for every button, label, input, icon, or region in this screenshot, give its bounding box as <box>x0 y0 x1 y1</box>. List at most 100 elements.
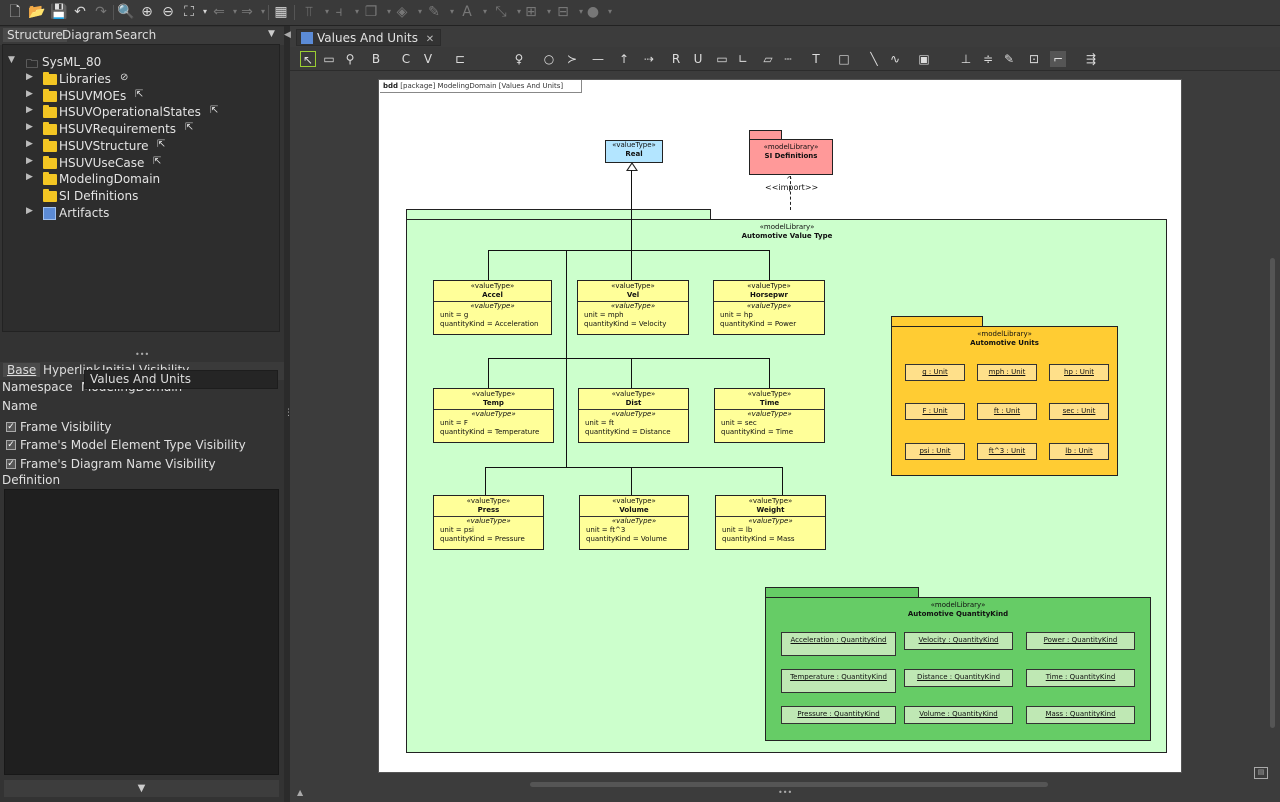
quantity-kind-instance[interactable]: Acceleration : QuantityKind <box>781 632 896 656</box>
actor-tool-icon[interactable]: ♀ <box>514 52 524 66</box>
note-tool-icon[interactable]: ▱ <box>763 52 773 66</box>
zoom-out-icon[interactable]: ⊖ <box>162 4 174 20</box>
pin-tool-icon[interactable]: ⚲ <box>345 52 355 66</box>
close-tab-icon[interactable]: ✕ <box>425 34 435 45</box>
usage-tool-icon[interactable]: U <box>693 52 703 66</box>
collapse-button[interactable]: ▼ <box>4 780 279 797</box>
collapse-left-icon[interactable]: ◀ <box>284 30 291 40</box>
circle-dropdown-icon[interactable]: ▾ <box>607 7 612 16</box>
layout-icon[interactable]: ⊞ <box>525 4 537 20</box>
unit-instance[interactable]: ft : Unit <box>977 403 1037 420</box>
unit-instance[interactable]: lb : Unit <box>1049 443 1109 460</box>
fill-dropdown-icon[interactable]: ▾ <box>417 7 422 16</box>
align-left-dropdown-icon[interactable]: ▾ <box>354 7 359 16</box>
association-tool-icon[interactable]: — <box>592 52 604 66</box>
back-icon[interactable]: ⇐ <box>213 4 225 20</box>
value-tool-icon[interactable]: V <box>423 52 433 66</box>
collapsed-icon[interactable]: ▶ <box>26 155 33 166</box>
border-icon[interactable]: ⊡ <box>1028 52 1040 66</box>
quantity-kind-instance[interactable]: Pressure : QuantityKind <box>781 706 896 724</box>
font-dropdown-icon[interactable]: ▾ <box>482 7 487 16</box>
unit-instance[interactable]: hp : Unit <box>1049 364 1109 381</box>
corner-tool-icon[interactable]: ∟ <box>737 52 749 66</box>
fit-icon[interactable]: ⛶ <box>184 4 194 20</box>
image-tool-icon[interactable]: ▣ <box>918 52 930 66</box>
anchor-tool-icon[interactable]: ┄ <box>784 52 792 66</box>
collapsed-icon[interactable]: ▶ <box>26 172 33 183</box>
rect-tool-icon[interactable]: □ <box>838 52 850 66</box>
overview-icon[interactable]: ▤ <box>1254 767 1268 779</box>
line-tool-icon[interactable]: ╲ <box>870 52 878 66</box>
quantity-kind-instance[interactable]: Velocity : QuantityKind <box>904 632 1013 650</box>
interface-tool-icon[interactable]: ○ <box>543 52 555 66</box>
font-color-icon[interactable]: A <box>462 4 472 20</box>
redo-icon[interactable]: ↷ <box>95 4 107 20</box>
open-icon[interactable]: 📂 <box>28 4 46 20</box>
undo-icon[interactable]: ↶ <box>74 4 86 20</box>
tree-layout-dropdown-icon[interactable]: ▾ <box>578 7 583 16</box>
collapsed-icon[interactable]: ▶ <box>26 72 33 82</box>
quantity-kind-instance[interactable]: Volume : QuantityKind <box>904 706 1013 724</box>
collapsed-icon[interactable]: ▶ <box>26 205 33 216</box>
tab-diagram[interactable]: Diagram <box>62 28 114 42</box>
line-color-icon[interactable]: ✎ <box>428 4 440 20</box>
quantity-kind-instance[interactable]: Mass : QuantityKind <box>1026 706 1135 724</box>
port-tool-icon[interactable]: ⊏ <box>454 52 466 66</box>
line-style-icon[interactable]: ⤡ <box>495 4 507 20</box>
collapsed-icon[interactable]: ▶ <box>26 122 33 133</box>
expanded-icon[interactable]: ▼ <box>8 55 15 65</box>
collapsed-icon[interactable]: ▶ <box>26 138 33 149</box>
unit-instance[interactable]: psi : Unit <box>905 443 965 460</box>
unit-instance[interactable]: mph : Unit <box>977 364 1037 381</box>
scroll-up-icon[interactable]: ▲ <box>297 788 304 797</box>
arrange-icon[interactable]: ❐ <box>364 4 378 20</box>
constraint-tool-icon[interactable]: C <box>401 52 411 66</box>
more-tools-icon[interactable]: ⇶ <box>1085 52 1097 66</box>
forward-icon[interactable]: ⇒ <box>241 4 253 20</box>
block-tool-icon[interactable]: B <box>371 52 381 66</box>
realization-tool-icon[interactable]: R <box>671 52 681 66</box>
zoom-in-icon[interactable]: ⊕ <box>141 4 153 20</box>
quantity-kind-instance[interactable]: Temperature : QuantityKind <box>781 669 896 693</box>
circle-icon[interactable]: ● <box>586 4 600 20</box>
horizontal-scrollbar[interactable] <box>530 782 1048 787</box>
real-value-type[interactable]: «valueType» Real <box>605 140 663 163</box>
vertical-scrollbar[interactable] <box>1270 258 1275 728</box>
line-style-dropdown-icon[interactable]: ▾ <box>516 7 521 16</box>
dependency-tool-icon[interactable]: ⇢ <box>643 52 655 66</box>
fill-color-icon[interactable]: ◈ <box>396 4 408 20</box>
panel-menu-icon[interactable]: ▼ <box>268 29 275 39</box>
containment-tool-icon[interactable]: ▭ <box>716 52 728 66</box>
tab-values-and-units[interactable]: Values And Units ✕ <box>296 29 442 46</box>
freehand-tool-icon[interactable]: ∿ <box>889 52 901 66</box>
grid-icon[interactable]: ▦ <box>274 4 288 20</box>
select-tool-icon[interactable]: ↖ <box>300 51 316 67</box>
forward-dropdown-icon[interactable]: ▾ <box>260 7 265 16</box>
line-dropdown-icon[interactable]: ▾ <box>449 7 454 16</box>
distribute-v-icon[interactable]: ⊥ <box>960 52 972 66</box>
quantity-kind-instance[interactable]: Distance : QuantityKind <box>904 669 1013 687</box>
splitter-handle-icon[interactable]: ••• <box>135 350 150 359</box>
pin-icon[interactable]: ✎ <box>1003 52 1015 66</box>
text-tool-icon[interactable]: T <box>812 52 820 66</box>
tab-structure[interactable]: Structure <box>3 28 67 42</box>
unit-instance[interactable]: ft^3 : Unit <box>977 443 1037 460</box>
layout-dropdown-icon[interactable]: ▾ <box>546 7 551 16</box>
collapsed-icon[interactable]: ▶ <box>26 88 33 99</box>
tab-base[interactable]: Base <box>3 363 41 377</box>
path-style-icon[interactable]: ⌐ <box>1050 51 1066 67</box>
collapsed-icon[interactable]: ▶ <box>26 105 33 116</box>
align-top-icon[interactable]: ⫪ <box>305 4 313 20</box>
generalization-tool-icon[interactable]: ↑ <box>618 52 630 66</box>
arrange-dropdown-icon[interactable]: ▾ <box>386 7 391 16</box>
quantity-kind-instance[interactable]: Power : QuantityKind <box>1026 632 1135 650</box>
resize-handle-icon[interactable]: ••• <box>778 788 793 797</box>
frame-visibility-checkbox[interactable]: ✓ <box>6 422 16 432</box>
